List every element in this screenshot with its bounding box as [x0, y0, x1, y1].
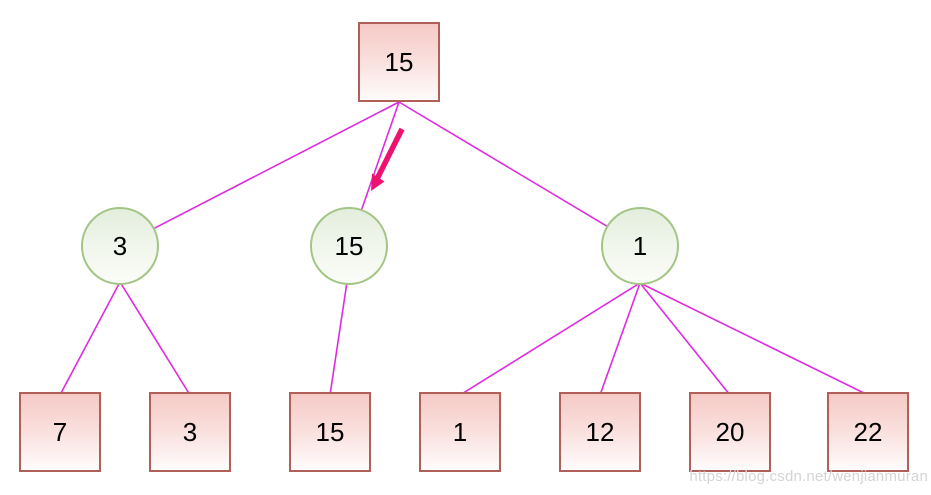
tree-node-internal-1: 1 — [601, 207, 679, 285]
highlight-arrow-shaft — [374, 127, 405, 181]
watermark-url: https://blog.csdn.net/wenjianmuran — [689, 468, 928, 485]
tree-node-leaf-7: 7 — [19, 392, 101, 472]
tree-node-root-value: 15 — [384, 46, 414, 77]
tree-node-leaf-15: 15 — [289, 392, 371, 472]
tree-node-leaf-1: 1 — [419, 392, 501, 472]
edge-internal3-to-leaf-7 — [59, 281, 121, 396]
tree-node-leaf-12: 12 — [559, 392, 641, 472]
tree-node-leaf-value: 7 — [52, 416, 68, 447]
edge-internal1-to-leaf-20 — [639, 282, 731, 396]
tree-node-root: 15 — [358, 22, 440, 102]
tree-node-leaf-20: 20 — [689, 392, 771, 472]
tree-node-leaf-value: 3 — [182, 416, 198, 447]
edge-internal3-to-leaf-3 — [119, 281, 191, 396]
edge-internal1-to-leaf-22 — [639, 282, 869, 396]
tree-node-leaf-value: 1 — [452, 416, 468, 447]
tree-node-internal-value: 1 — [632, 230, 648, 261]
tree-node-internal-value: 15 — [334, 230, 364, 261]
edge-root-to-internal-3 — [119, 101, 400, 247]
edge-internal15-to-leaf-15 — [329, 281, 348, 396]
tree-node-leaf-22: 22 — [827, 392, 909, 472]
tree-node-leaf-value: 22 — [853, 416, 883, 447]
tree-node-internal-value: 3 — [112, 230, 128, 261]
tree-node-leaf-value: 15 — [315, 416, 345, 447]
tree-node-internal-15: 15 — [310, 207, 388, 285]
edge-internal1-to-leaf-1 — [459, 282, 641, 396]
highlight-arrow-head-icon — [371, 173, 385, 191]
edge-internal1-to-leaf-12 — [599, 282, 641, 396]
tree-node-internal-3: 3 — [81, 207, 159, 285]
tree-node-leaf-value: 12 — [585, 416, 615, 447]
tree-node-leaf-value: 20 — [715, 416, 745, 447]
tree-node-leaf-3: 3 — [149, 392, 231, 472]
edge-root-to-internal-1 — [398, 101, 641, 247]
